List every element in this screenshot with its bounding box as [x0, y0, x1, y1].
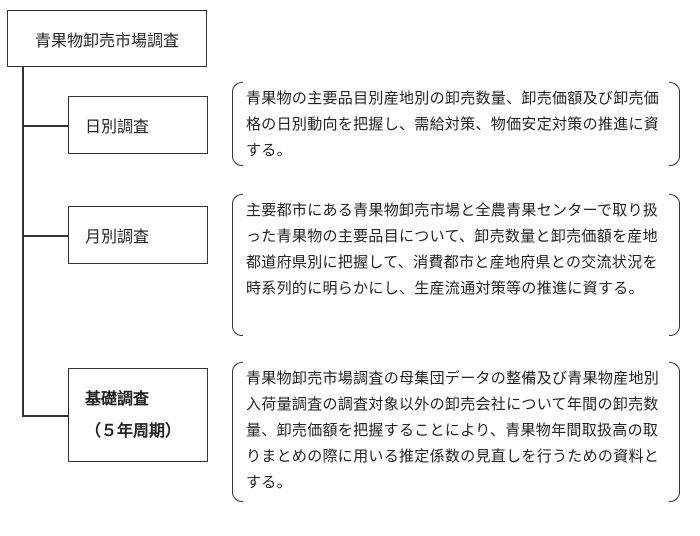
survey-label-monthly: 月別調査: [85, 227, 150, 246]
survey-box-monthly: 月別調査: [68, 206, 208, 264]
survey-sublabel-basic: （５年周期）: [85, 421, 182, 440]
survey-label-basic: 基礎調査: [85, 389, 150, 408]
right-bracket: [669, 362, 680, 502]
description-monthly: 主要都市にある青果物卸売市場と全農青果センターで取り扱った青果物の主要品目につい…: [232, 194, 680, 336]
description-daily: 青果物の主要品目別産地別の卸売数量、卸売価額及び卸売価格の日別動向を把握し、需給…: [232, 82, 680, 166]
survey-label-daily: 日別調査: [85, 117, 150, 136]
survey-box-basic: 基礎調査 （５年周期）: [68, 368, 208, 462]
right-bracket: [669, 82, 680, 166]
tree-trunk-line: [22, 67, 24, 416]
branch-line-basic: [22, 415, 68, 417]
description-text-monthly: 主要都市にある青果物卸売市場と全農青果センターで取り扱った青果物の主要品目につい…: [246, 201, 659, 297]
branch-line-daily: [22, 125, 68, 127]
description-basic: 青果物卸売市場調査の母集団データの整備及び青果物産地別入荷量調査の調査対象以外の…: [232, 362, 680, 502]
left-bracket: [232, 194, 243, 336]
root-label: 青果物卸売市場調査: [34, 30, 179, 50]
branch-line-monthly: [22, 235, 68, 237]
left-bracket: [232, 82, 243, 166]
root-box: 青果物卸売市場調査: [7, 10, 207, 67]
survey-box-daily: 日別調査: [68, 96, 208, 154]
left-bracket: [232, 362, 243, 502]
right-bracket: [669, 194, 680, 336]
description-text-daily: 青果物の主要品目別産地別の卸売数量、卸売価額及び卸売価格の日別動向を把握し、需給…: [246, 89, 660, 159]
description-text-basic: 青果物卸売市場調査の母集団データの整備及び青果物産地別入荷量調査の調査対象以外の…: [246, 369, 660, 491]
